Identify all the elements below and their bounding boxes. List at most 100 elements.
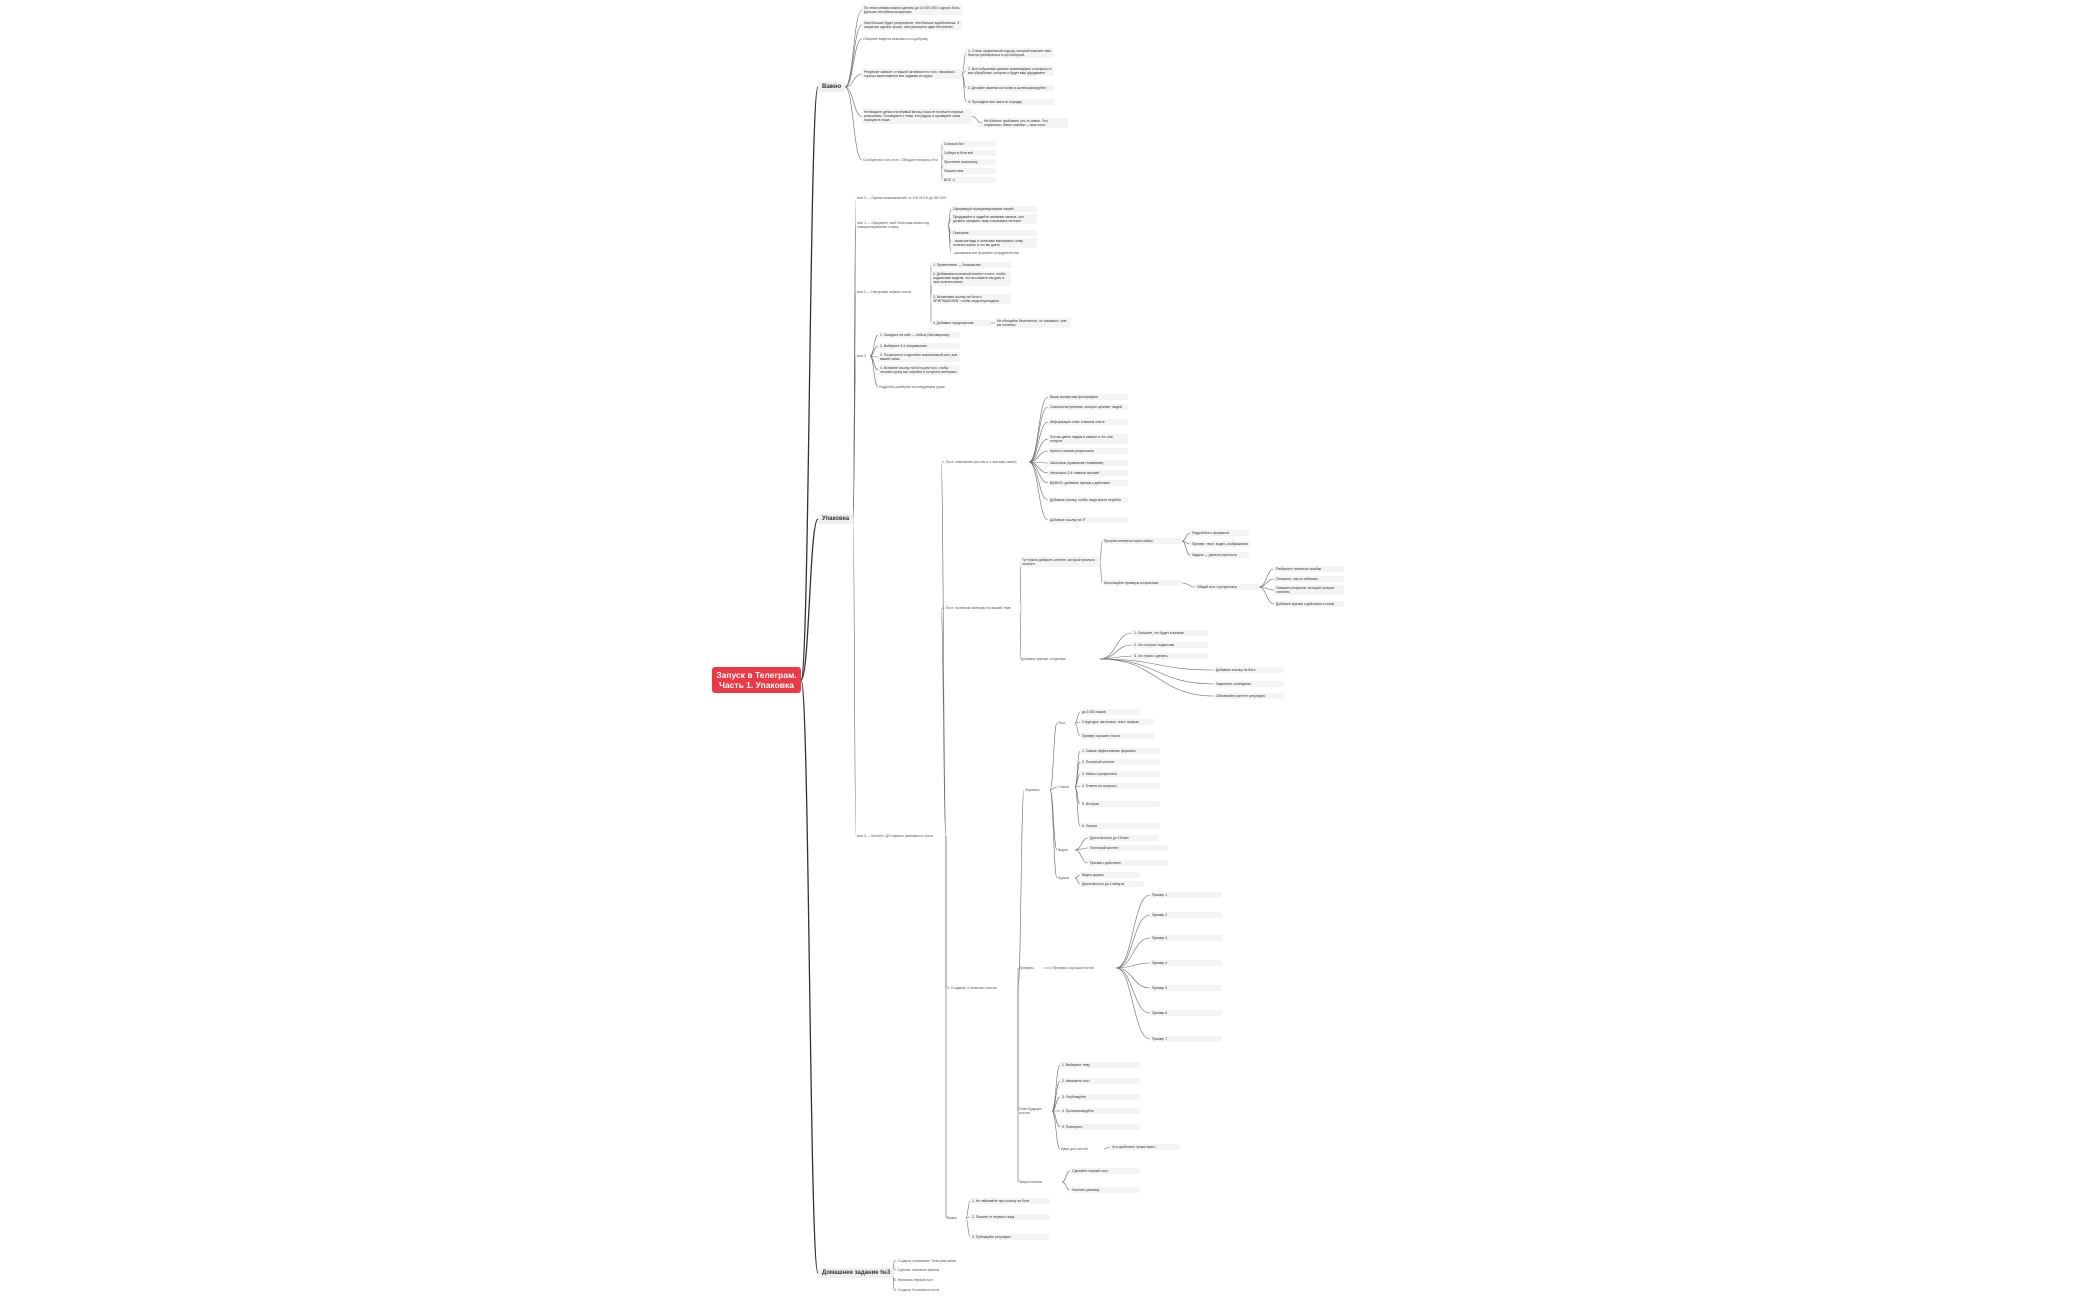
step-4-post-3-e[interactable]: Закрепите сообщение — [1214, 681, 1284, 688]
step-4-important-2[interactable]: 2. Пишите от первого лица — [970, 1214, 1050, 1221]
step-3-d[interactable]: 4. Вставьте ссылку на бота для того, что… — [878, 365, 960, 376]
step-4-post-1-f[interactable]: Заголовок (привлекает внимание) — [1048, 460, 1128, 467]
important-node-1[interactable]: По этим схемам можно сделать до 10 000 0… — [862, 5, 962, 16]
branch-packaging[interactable]: Упаковка — [818, 514, 854, 524]
step-4-post-1-h[interactable]: ВАЖНО: добавьте призыв к действию — [1048, 480, 1128, 487]
step-4-example-5[interactable]: Пример 5 — [1150, 985, 1222, 992]
important-node-5[interactable]: Сообщество и кто есть. Обсудите вопросы.… — [863, 158, 938, 162]
step-4-format-video-3[interactable]: Призыв к действию — [1088, 860, 1168, 867]
step-2-a[interactable]: 1. Приветствие — Знакомство — [931, 262, 1011, 269]
step-3-e[interactable]: Подробно разберём на следующем уроке — [879, 385, 945, 389]
step-2[interactable]: Шаг 2 — Настройка первого поста — [857, 290, 912, 294]
step-1-c[interactable]: Описание — [951, 230, 1037, 237]
step-1-e[interactable]: - указываем все форматы сотрудничества — [952, 251, 1019, 255]
step-1-b[interactable]: Придумайте и задайте название канала, он… — [951, 214, 1037, 225]
important-node-5-sub-5[interactable]: ВСЕ =) — [942, 177, 996, 184]
step-4-post-2-a[interactable]: Тут нужно добавить контент, который реал… — [1020, 557, 1100, 568]
step-4-format-article-2[interactable]: 2. Полезный контент — [1080, 759, 1160, 766]
homework-1[interactable]: 1. Создать и упаковать Телеграм-канал — [894, 1259, 957, 1263]
step-4-post-1-j[interactable]: Добавьте ссылку на ТГ — [1048, 517, 1128, 524]
step-4-format-article-4[interactable]: 4. Ответы на вопросы — [1080, 783, 1160, 790]
step-4-post-2-b[interactable]: Прогрев интереса через кейсы — [1102, 538, 1182, 545]
step-4-launch-1[interactable]: Сделайте первый пост — [1070, 1168, 1140, 1175]
important-node-3-sub-1[interactable]: 1. Стиль: правильный подход, который пом… — [966, 48, 1054, 59]
step-4-format-circle[interactable]: Кружок — [1058, 876, 1070, 880]
step-4-post-2-f[interactable]: Задача — донести ценность — [1190, 552, 1250, 559]
step-4-launch[interactable]: Запуск канала — [1019, 1180, 1042, 1184]
step-4-post-3-f[interactable]: Обновляйте контент регулярно — [1214, 693, 1284, 700]
step-4-post-2-j[interactable]: Опишите результат, который получит читат… — [1274, 585, 1344, 596]
step-4-example-7[interactable]: Пример 7 — [1150, 1036, 1222, 1043]
step-4-post-2-i[interactable]: Покажите, как их избежать — [1274, 576, 1344, 583]
step-4-post-1-e[interactable]: Кратко о ваших результатах — [1048, 448, 1128, 455]
step-4-format-post[interactable]: Пост — [1058, 721, 1066, 725]
important-node-3-sub-3[interactable]: 3. Делайте заметки на полях и коллекцион… — [966, 85, 1054, 92]
step-4-format-article-1[interactable]: 1. Самые эффективные форматы — [1080, 748, 1160, 755]
step-4-format-post-1[interactable]: до 1000 знаков — [1080, 709, 1140, 716]
step-4-post-2-h[interactable]: Разберите типичные ошибки — [1274, 566, 1344, 573]
step-4-important-1[interactable]: 1. Не забывайте про ссылку на бота — [970, 1198, 1050, 1205]
important-node-3-sub-4[interactable]: 4. Проходите все шаги по порядку. — [966, 99, 1054, 106]
branch-homework[interactable]: Домашнее задание №3 — [818, 1268, 895, 1278]
step-4-plan-3[interactable]: 3. Опубликуйте — [1060, 1094, 1140, 1101]
important-node-4[interactable]: Не вводите деньги на первый месяц, пока … — [862, 109, 972, 124]
step-2-d[interactable]: 4. Добавьте предложение — [931, 320, 991, 327]
step-3-b[interactable]: 2. Выберите 3-4 направления — [878, 343, 960, 350]
step-4-plan-4[interactable]: 4. Проанализируйте — [1060, 1108, 1140, 1115]
important-node-5-sub-2[interactable]: Собери в боте всё — [942, 150, 996, 157]
homework-3[interactable]: 3. Написать первый пост — [894, 1278, 934, 1282]
step-4-post-3-c[interactable]: 3. Что нужно сделать — [1132, 653, 1208, 660]
step-4-post-1-i[interactable]: Добавьте ссылку, чтобы люди могли перейт… — [1048, 497, 1128, 504]
step-4-format-article-3[interactable]: 3. Кейсы и результаты — [1080, 771, 1160, 778]
step-4-post-1-c[interactable]: Информация о вас и вашем опыте — [1048, 419, 1128, 426]
step-4-formats[interactable]: Форматы — [1025, 788, 1040, 792]
step-2-b[interactable]: 2. Добавляем полезный контент в пост, чт… — [931, 271, 1011, 286]
step-4-post-1-g[interactable]: Несколько 3-4 главных мыслей — [1048, 470, 1128, 477]
important-node-4-sub[interactable]: Не бойтесь пробовать что-то новое. Это н… — [982, 118, 1068, 129]
step-4-post-3[interactable]: Добавьте призыв к подписке — [1021, 657, 1066, 661]
step-4-format-post-3[interactable]: Пример хорошего поста — [1080, 733, 1154, 740]
step-4-examples[interactable]: Примеры — [1019, 966, 1034, 970]
important-node-2b[interactable]: Общение ведется вежливо и по-доброму. — [863, 37, 929, 41]
step-4-post-1[interactable]: 1. Пост: знакомство (кто вы и о чем ваш … — [942, 460, 1017, 464]
step-4-format-post-2[interactable]: Структура: заголовок, текст, призыв — [1080, 719, 1154, 726]
step-4-example-1[interactable]: Пример 1 — [1150, 892, 1222, 899]
step-4-post-2[interactable]: 2. Пост: полезный материал по вашей теме — [942, 606, 1011, 610]
step-3-c[interactable]: 3. Посмотрите и сделайте аналогичный пос… — [878, 352, 960, 363]
step-4-format-video-1[interactable]: Длительность до 15 мин — [1088, 835, 1158, 842]
step-4-post-2-e[interactable]: Пример: текст, видео, изображения — [1190, 541, 1250, 548]
important-node-2a[interactable]: Чем больше будет результатов, тем больше… — [862, 20, 962, 31]
step-4-plan-1[interactable]: 1. Выберите тему — [1060, 1062, 1140, 1069]
step-1-d[interactable]: - ваши методы и полезные материалы, кому… — [951, 238, 1037, 249]
step-4-examples-title[interactable]: Примеры хороших постов — [1053, 966, 1094, 970]
step-4-post-3-b[interactable]: 2. Что получит подписчик — [1132, 642, 1208, 649]
step-4-post-2-c[interactable]: Используйте примеры из практики — [1102, 580, 1182, 587]
step-4-plan-6[interactable]: Идеи для постов — [1061, 1147, 1088, 1151]
step-1-a[interactable]: Сформируй позиционирование нашей — [951, 206, 1037, 213]
step-0[interactable]: Шаг 0 — Оценка возможностей: от 100 000 … — [857, 196, 946, 200]
step-2-d-sub[interactable]: Не обещайте бесплатное, но покажите, чем… — [995, 318, 1071, 329]
step-4-plan-2[interactable]: 2. Напишите пост — [1060, 1078, 1140, 1085]
important-node-5-sub-1[interactable]: Сначала бот — [942, 141, 996, 148]
step-2-c[interactable]: 3. Вставляем ссылку на бота и ПРИГЛАШЕНИ… — [931, 294, 1011, 305]
step-3[interactable]: Шаг 3 — [857, 354, 867, 358]
step-4-post-2-g[interactable]: Общий итог и результаты — [1195, 584, 1259, 591]
important-node-5-sub-4[interactable]: Пишите мне — [942, 168, 996, 175]
important-node-3[interactable]: Результат зависит от вашей активности и … — [862, 69, 962, 80]
step-4-plan-5[interactable]: 5. Повторите — [1060, 1124, 1140, 1131]
step-4-format-video[interactable]: Видео — [1058, 848, 1068, 852]
branch-important[interactable]: Важно — [818, 82, 846, 92]
step-4[interactable]: Шаг 4 — Контент: ДО первого рекламного п… — [857, 834, 933, 838]
step-3-a[interactable]: 1. Заходите на сайт — Кейсы (Автоворонки… — [878, 332, 960, 339]
step-4-important[interactable]: Важно — [947, 1216, 958, 1220]
step-4-post-3-d[interactable]: Добавьте ссылку на бота — [1214, 667, 1284, 674]
step-4-example-3[interactable]: Пример 3 — [1150, 935, 1222, 942]
step-4-important-3[interactable]: 3. Публикуйте регулярно — [970, 1234, 1050, 1241]
homework-2[interactable]: 2. Сделать описание канала — [894, 1268, 939, 1272]
step-4-format-article-5[interactable]: 5. Истории — [1080, 801, 1160, 808]
step-4-example-6[interactable]: Пример 6 — [1150, 1010, 1222, 1017]
step-4-post-1-b[interactable]: Сначала вступление, которое цепляет люде… — [1048, 404, 1128, 411]
step-4-format-article[interactable]: Статья — [1058, 785, 1069, 789]
homework-4[interactable]: 4. Создать 3 полезных поста — [894, 1288, 940, 1292]
step-4-post-4[interactable]: 3. Создание 3 полезных постов — [947, 986, 997, 990]
